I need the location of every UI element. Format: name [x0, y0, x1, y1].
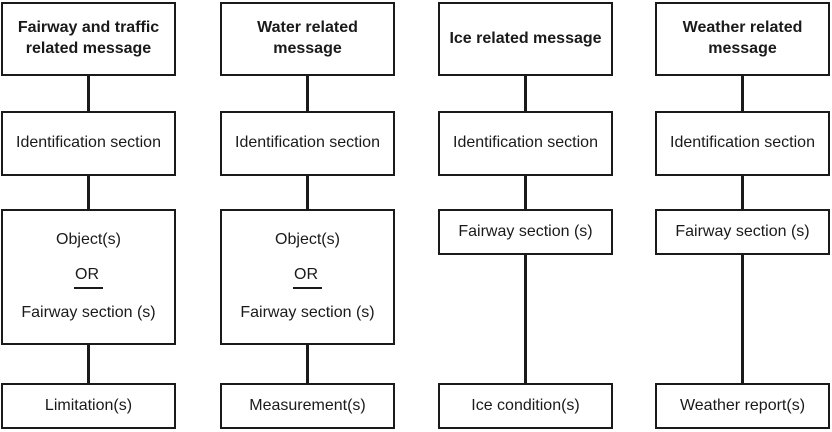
identification-section-box: Identification section	[438, 111, 613, 176]
column-water-related-message: Water related message Identification sec…	[220, 0, 395, 432]
object-label: Object(s)	[56, 231, 121, 249]
or-label: OR	[74, 265, 103, 289]
bottom-label: Measurement(s)	[249, 396, 366, 414]
header-line: Fairway and traffic	[17, 19, 160, 37]
object-or-fairway-section-box: Object(s) OR Fairway section (s)	[220, 209, 395, 345]
ice-condition-box: Ice condition(s)	[438, 383, 613, 429]
header-line: message	[273, 40, 342, 57]
identification-section-box: Identification section	[1, 111, 176, 176]
object-or-fairway-section-box: Object(s) OR Fairway section (s)	[1, 209, 176, 345]
message-type-header-box: Ice related message	[438, 2, 613, 76]
header-line: Ice related message	[449, 29, 602, 47]
identification-section-box: Identification section	[220, 111, 395, 176]
message-type-header-box: Water related message	[220, 2, 395, 76]
header-line: Water related	[257, 19, 358, 37]
fairway-section-label: Fairway section (s)	[458, 222, 593, 240]
identification-label: Identification section	[670, 134, 815, 152]
bottom-label: Weather report(s)	[679, 396, 806, 414]
or-label: OR	[293, 265, 322, 289]
bottom-label: Ice condition(s)	[471, 396, 580, 414]
measurement-box: Measurement(s)	[220, 383, 395, 429]
column-weather-related-message: Weather related message Identification s…	[655, 0, 830, 432]
fairway-section-label: Fairway section (s)	[21, 303, 156, 321]
fairway-section-label: Fairway section (s)	[240, 303, 375, 321]
header-line: related message	[25, 40, 152, 57]
fairway-section-box: Fairway section (s)	[655, 209, 830, 255]
message-type-header-box: Fairway and traffic related message	[1, 2, 176, 76]
limitation-box: Limitation(s)	[1, 383, 176, 429]
fairway-section-label: Fairway section (s)	[675, 222, 810, 240]
identification-label: Identification section	[16, 134, 161, 152]
header-line: Weather related	[682, 19, 803, 37]
message-type-header-box: Weather related message	[655, 2, 830, 76]
column-fairway-traffic-message: Fairway and traffic related message Iden…	[1, 0, 176, 432]
fairway-section-box: Fairway section (s)	[438, 209, 613, 255]
identification-label: Identification section	[235, 134, 380, 152]
identification-section-box: Identification section	[655, 111, 830, 176]
identification-label: Identification section	[453, 134, 598, 152]
bottom-label: Limitation(s)	[44, 396, 133, 414]
header-line: message	[708, 40, 777, 57]
column-ice-related-message: Ice related message Identification secti…	[438, 0, 613, 432]
object-label: Object(s)	[275, 231, 340, 249]
weather-report-box: Weather report(s)	[655, 383, 830, 429]
